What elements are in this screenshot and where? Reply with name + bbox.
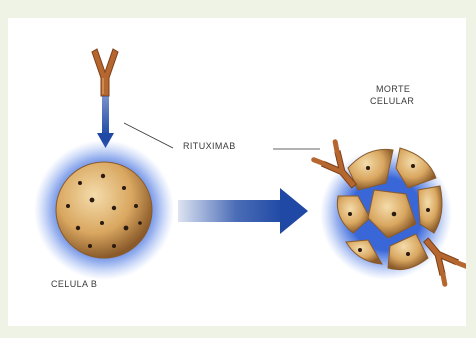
cell-death-label-line1: MORTE [376, 84, 410, 94]
diagram-panel: RITUXIMAB CELULA B MORTE CELULAR [8, 18, 466, 326]
b-cell-label: CELULA B [51, 279, 97, 289]
progression-arrow [178, 188, 308, 234]
antibody-icon [92, 49, 118, 96]
b-cell [34, 140, 174, 280]
rituximab-leader-line [124, 123, 173, 148]
rituximab-label: RITUXIMAB [183, 141, 236, 151]
cell-death-label-line2: CELULAR [370, 96, 414, 106]
